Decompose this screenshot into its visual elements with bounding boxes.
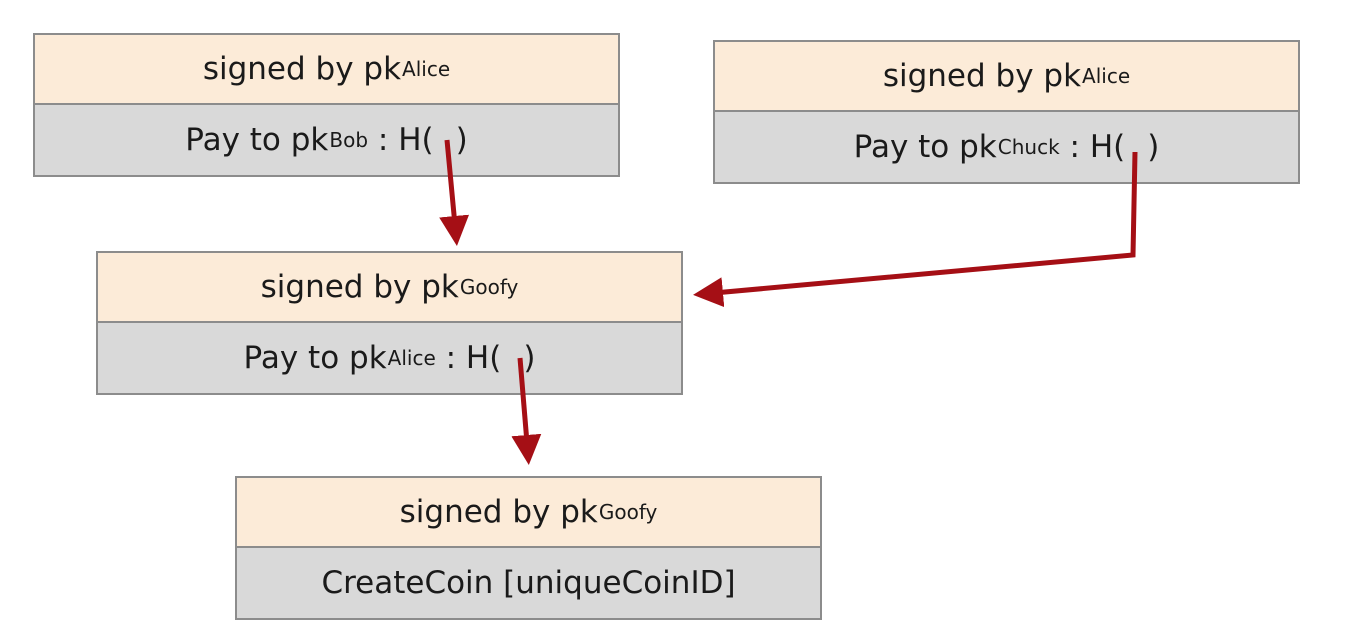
hash-close: )	[455, 122, 468, 158]
arrow-alice-to-createcoin	[511, 357, 542, 465]
hash-close: )	[1147, 129, 1160, 165]
signer: Alice	[1082, 64, 1131, 88]
signer: Alice	[402, 57, 451, 81]
createcoin-label: CreateCoin [uniqueCoinID]	[321, 565, 736, 601]
pay-label: Pay to pk	[853, 129, 997, 165]
signed-label: signed by pk	[399, 494, 598, 530]
signed-label: signed by pk	[882, 58, 1082, 94]
hash-open: : H(	[1059, 129, 1126, 165]
createcoin-row: CreateCoin [uniqueCoinID]	[237, 548, 820, 618]
payee: Alice	[387, 346, 436, 370]
arrow-chuck-to-goofy	[693, 151, 1138, 308]
signer: Goofy	[459, 275, 519, 299]
payee: Chuck	[997, 135, 1060, 159]
arrow-bob-to-goofy	[439, 139, 470, 246]
signer: Goofy	[598, 500, 658, 524]
signed-label: signed by pk	[260, 269, 459, 305]
pay-label: Pay to pk	[243, 340, 387, 376]
hash-close: )	[523, 340, 536, 376]
signed-label: signed by pk	[202, 51, 402, 87]
hash-open: : H(	[435, 340, 502, 376]
payee: Bob	[329, 128, 369, 152]
hash-open: : H(	[368, 122, 434, 158]
pay-label: Pay to pk	[185, 122, 329, 158]
